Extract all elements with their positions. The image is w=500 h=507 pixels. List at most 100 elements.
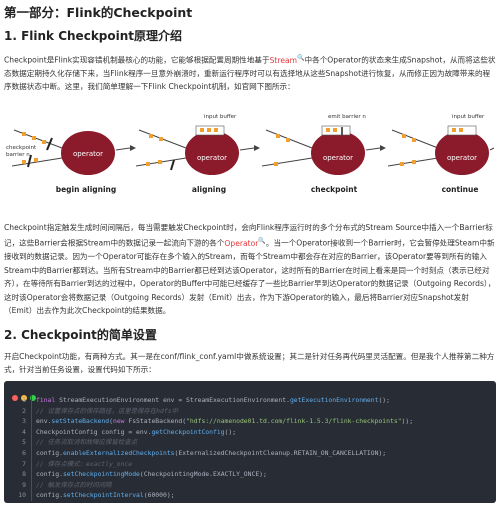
- caption-begin-aligning: begin aligning: [56, 185, 117, 194]
- paragraph-text: 中各个Operator的状态来生成Snapshot，从而将这些状态数据定期持久化…: [4, 55, 496, 92]
- line-number: 10: [18, 491, 26, 500]
- code-token: config.: [36, 491, 63, 500]
- window-dots: [12, 386, 39, 405]
- code-line: 7 // 保存点模式：exactly_once: [4, 458, 496, 470]
- operator-node: [185, 131, 239, 175]
- code-token: (ExternalizedCheckpointCleanup.RETAIN_ON…: [174, 449, 387, 457]
- minimize-dot-icon: [21, 395, 27, 401]
- caption-checkpoint: checkpoint: [311, 185, 358, 194]
- record-mark: [159, 137, 163, 141]
- section-heading-2: 2. Checkpoint的简单设置: [4, 328, 157, 342]
- code-token: (CheckpointingMode.EXACTLY_ONCE);: [139, 470, 267, 479]
- panel-aligning: operator input buffer aligning: [135, 114, 260, 194]
- operator-label: operator: [197, 154, 227, 162]
- stream-link[interactable]: Stream🔍: [269, 54, 305, 65]
- paragraph-intro: Checkpoint是Flink实现容错机制最核心的功能，它能够根据配置周期性地…: [4, 51, 496, 94]
- maximize-dot-icon: [30, 395, 36, 401]
- code-token: // 设置保存点的保存路径，这里是保存在hdfs中: [36, 406, 178, 415]
- code-token: enableExternalizedCheckpoints: [62, 449, 175, 457]
- paragraph-text: Checkpoint是Flink实现容错机制最核心的功能，它能够根据配置周期性地…: [4, 55, 270, 65]
- code-token: config.: [36, 449, 63, 457]
- barrier-mark: [170, 159, 175, 171]
- section-heading-1: 1. Flink Checkpoint原理介绍: [4, 29, 183, 43]
- panel-checkpoint: operator emit barrier n checkpoint: [261, 114, 386, 194]
- search-icon: 🔍: [297, 54, 305, 61]
- code-token: ();: [378, 396, 390, 404]
- code-token: "hdfs://namenode01.td.com/flink-1.5.3/fl…: [186, 417, 402, 426]
- code-token: // 触发保存点的时间间隔: [36, 480, 112, 489]
- code-line: 2 // 设置保存点的保存路径，这里是保存在hdfs中: [4, 405, 496, 417]
- code-token: setCheckpointingMode: [62, 470, 140, 479]
- barrier-mark: [27, 154, 32, 168]
- operator-node: [311, 131, 365, 175]
- record-mark: [42, 140, 46, 144]
- operator-link[interactable]: Operator🔍: [224, 237, 266, 248]
- record-mark: [412, 138, 416, 142]
- code-token: CheckpointConfig config = env.: [36, 427, 152, 436]
- code-token: getCheckpointConfig: [151, 427, 225, 436]
- record-mark: [400, 162, 404, 166]
- paragraph-barrier: Checkpoint指定触发生成时间间隔后，每当需要触发Checkpoint时，…: [4, 221, 496, 317]
- page-title: 第一部分：Flink的Checkpoint: [4, 5, 193, 20]
- paragraph-text: 。当一个Operator接收到一个Barrier时，它会暂停处理Steam中新接…: [4, 238, 496, 315]
- operator-label: operator: [323, 154, 353, 162]
- code-token: final: [36, 396, 60, 404]
- close-dot-icon: [12, 395, 18, 401]
- line-number: 9: [22, 480, 26, 489]
- code-token: // 保存点模式：exactly_once: [36, 459, 133, 468]
- code-block[interactable]: 1 final StreamExecutionEnvironment env = …: [4, 381, 496, 503]
- code-line: 9 // 触发保存点的时间间隔: [4, 479, 496, 491]
- record-mark: [412, 160, 416, 164]
- operator-node: [435, 131, 489, 175]
- panel-continue: operator input buffer continue: [387, 114, 495, 194]
- line-number: 1: [22, 396, 26, 404]
- caption-continue: continue: [442, 185, 479, 194]
- paragraph-settings: 开启Checkpoint功能，有两种方式。其一是在conf/flink_conf…: [4, 352, 495, 375]
- record-mark: [22, 160, 26, 164]
- code-token: setStateBackend: [51, 417, 110, 426]
- code-line: 1 final StreamExecutionEnvironment env = …: [4, 395, 496, 406]
- code-token: FsStateBackend(: [128, 417, 187, 426]
- line-number: 7: [22, 459, 26, 468]
- operator-node: [61, 131, 115, 175]
- code-token: new: [112, 417, 129, 426]
- code-token: setCheckpointInterval: [62, 491, 144, 500]
- code-line: 10 config.setCheckpointInterval(60000);: [4, 490, 496, 502]
- code-line: 5 // 任务流取消和故障应保留检查点: [4, 437, 496, 449]
- line-number: 6: [22, 449, 26, 457]
- line-number: 4: [22, 427, 26, 436]
- code-token: config.: [36, 470, 63, 479]
- line-number: 5: [22, 438, 26, 447]
- record-mark: [274, 162, 278, 166]
- operator-label: operator: [447, 154, 477, 162]
- code-token: (60000);: [143, 491, 175, 500]
- caption-aligning: aligning: [192, 185, 226, 194]
- code-token: (: [109, 417, 113, 426]
- operator-label: operator: [73, 150, 103, 158]
- input-buffer-label: input buffer: [204, 114, 237, 120]
- paragraph-text: Checkpoint指定触发生成时间间隔后，每当需要触发Checkpoint时，…: [4, 223, 493, 248]
- code-token: ();: [224, 427, 237, 436]
- record-mark: [22, 132, 26, 136]
- code-line: 4 CheckpointConfig config = env.getCheckp…: [4, 426, 496, 438]
- barrier-mark: [46, 137, 53, 151]
- code-token: StreamExecutionEnvironment env = StreamE…: [59, 396, 290, 404]
- record-mark: [32, 136, 36, 140]
- record-mark: [276, 134, 280, 138]
- emit-barrier-label: emit barrier n: [328, 114, 366, 120]
- input-buffer-label: input buffer: [452, 114, 485, 120]
- record-mark: [286, 138, 290, 142]
- line-number: 8: [22, 470, 26, 479]
- code-token: getExecutionEnvironment: [289, 396, 379, 404]
- record-mark: [34, 158, 38, 162]
- record-mark: [146, 162, 150, 166]
- record-mark: [149, 134, 153, 138]
- line-number: 2: [22, 406, 26, 415]
- code-token: // 任务流取消和故障应保留检查点: [36, 438, 138, 447]
- code-line: 8 config.setCheckpointingMode(Checkpointi…: [4, 469, 496, 481]
- code-line: 6 config.enableExternalizedCheckpoints(Ex…: [4, 448, 496, 459]
